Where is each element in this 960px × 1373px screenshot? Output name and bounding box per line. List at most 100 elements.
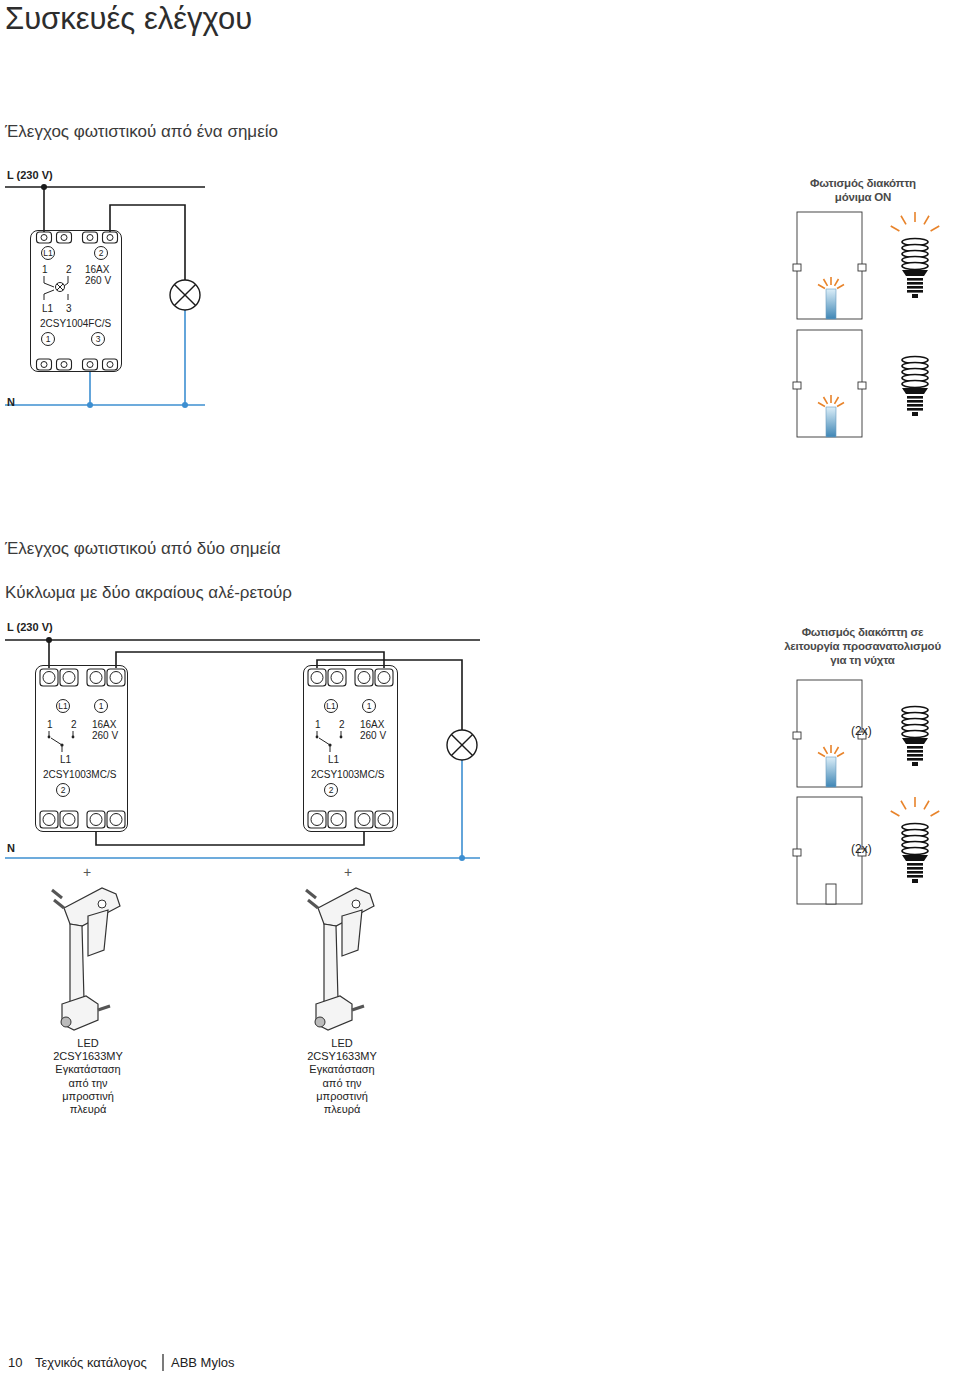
led-module — [315, 1017, 325, 1027]
neutral-wire — [89, 372, 91, 405]
indicator-panel — [793, 732, 801, 739]
switch-housing — [311, 672, 323, 684]
footer-bar — [162, 1354, 163, 1371]
phase-wire — [5, 187, 480, 730]
switch-housing — [40, 811, 58, 828]
indicator-panel — [826, 407, 836, 437]
phase-wire — [317, 660, 462, 730]
switch-housing — [103, 232, 118, 243]
text-label: + — [83, 864, 91, 881]
lamp-symbol — [170, 280, 477, 760]
text-label: L (230 V) — [7, 621, 53, 634]
led-module — [98, 1006, 110, 1010]
led-module — [54, 900, 64, 908]
switch-housing — [60, 811, 78, 828]
text-label: (2x) — [851, 842, 872, 856]
indicator-panel — [830, 745, 832, 753]
switch-housing — [83, 359, 98, 370]
indicator-panel — [914, 797, 916, 807]
switch-housing — [68, 294, 69, 300]
switch-housing — [87, 362, 93, 368]
indicator-panel — [793, 849, 801, 856]
switch-housing — [44, 290, 54, 300]
device-text: 1 — [315, 719, 321, 730]
terminal-number: 1 — [41, 332, 55, 346]
led-module — [308, 900, 318, 908]
switch-housing — [355, 669, 373, 686]
indicator-panel — [902, 855, 928, 861]
switch-module: L111216AX 260 VL12CSY1003MC/S2 — [303, 665, 398, 832]
switch-housing — [51, 738, 62, 752]
switch-module: L121216AX 260 VL132CSY1004FC/S13 — [30, 230, 122, 372]
switch-housing — [44, 276, 54, 287]
indicator-panel — [793, 212, 939, 904]
switch-housing — [107, 669, 125, 686]
indicator-panel — [907, 750, 923, 753]
indicator-panel — [830, 277, 832, 285]
phase-wire — [48, 640, 50, 668]
lamp-symbol — [447, 730, 477, 760]
switch-housing — [375, 811, 393, 828]
indicator-panel — [902, 848, 928, 855]
page-title: Συσκευές ελέγχου — [5, 0, 252, 37]
terminal-number: 2 — [94, 246, 108, 260]
indicator-panel — [858, 382, 866, 389]
indicator-panel — [818, 285, 825, 289]
switch-housing — [57, 284, 63, 290]
indicator-panel — [824, 397, 828, 404]
text-label: + — [344, 864, 352, 881]
switch-housing — [340, 736, 343, 739]
indicator-panel — [824, 747, 828, 754]
indicator-panel — [931, 226, 940, 231]
switch-housing — [331, 814, 343, 826]
switch-housing — [64, 276, 68, 286]
text-label: L (230 V) — [7, 169, 53, 182]
device-text: 16AX 260 V — [92, 719, 125, 741]
switch-housing — [48, 736, 51, 739]
indicator-panel — [835, 397, 839, 404]
text-label: Φωτισμός διακόπτη σε λειτουργία προσανατ… — [775, 626, 950, 667]
indicator-panel — [891, 226, 900, 231]
junction-dot — [87, 402, 465, 861]
indicator-panel — [902, 738, 928, 744]
led-module — [342, 910, 362, 956]
phase-wire — [5, 639, 480, 641]
indicator-panel — [902, 388, 928, 394]
terminal-number: 2 — [56, 783, 70, 797]
device-text: 1 — [47, 719, 53, 730]
switch-housing — [41, 235, 47, 241]
text-label: Κύκλωμα με δύο ακραίους αλέ-ρετούρ — [5, 583, 292, 603]
switch-housing — [87, 811, 105, 828]
indicator-panel — [907, 282, 923, 285]
switch-housing — [60, 669, 78, 686]
device-text: 2CSY1004FC/S — [40, 318, 111, 329]
led-module — [306, 890, 316, 898]
switch-housing — [328, 669, 346, 686]
lamp-symbol — [170, 280, 200, 310]
switch-housing — [57, 359, 72, 370]
indicator-panel — [902, 270, 928, 276]
switch-housing — [87, 669, 105, 686]
indicator-panel — [793, 264, 801, 271]
device-text: L1 — [60, 754, 71, 765]
led-module — [52, 888, 374, 1030]
switch-housing — [110, 814, 122, 826]
indicator-panel — [818, 403, 825, 407]
indicator-panel — [826, 884, 836, 904]
device-text: 2 — [339, 719, 345, 730]
switch-housing — [63, 814, 75, 826]
indicator-panel — [907, 875, 923, 878]
indicator-panel — [826, 289, 836, 319]
terminal-number: L1 — [56, 699, 70, 713]
switch-housing — [308, 811, 326, 828]
switch-housing — [107, 235, 113, 241]
text-label: LED 2CSY1633MY Εγκατάσταση από την μπροσ… — [44, 1037, 132, 1116]
switch-housing — [37, 232, 52, 243]
switch-housing — [107, 362, 113, 368]
switch-module: L111216AX 260 VL12CSY1003MC/S2 — [35, 665, 128, 832]
switch-housing — [308, 669, 326, 686]
switch-housing — [83, 232, 98, 243]
device-text: 3 — [66, 303, 72, 314]
device-text: 2 — [66, 264, 72, 275]
